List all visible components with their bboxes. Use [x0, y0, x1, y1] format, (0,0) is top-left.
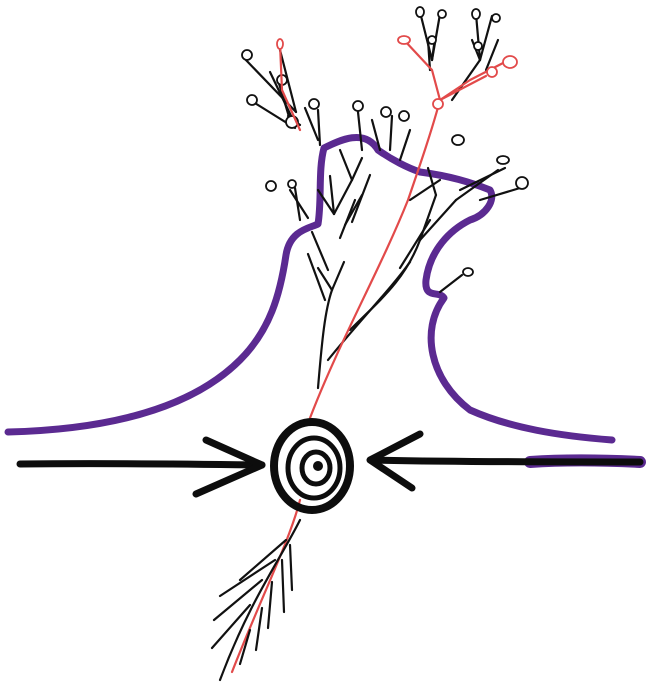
dendrite-buds	[242, 7, 528, 276]
highlight-pathway	[232, 40, 505, 672]
axon-branches-lower	[212, 520, 300, 680]
soma-spiral	[274, 422, 350, 510]
arrow-left	[20, 440, 262, 494]
